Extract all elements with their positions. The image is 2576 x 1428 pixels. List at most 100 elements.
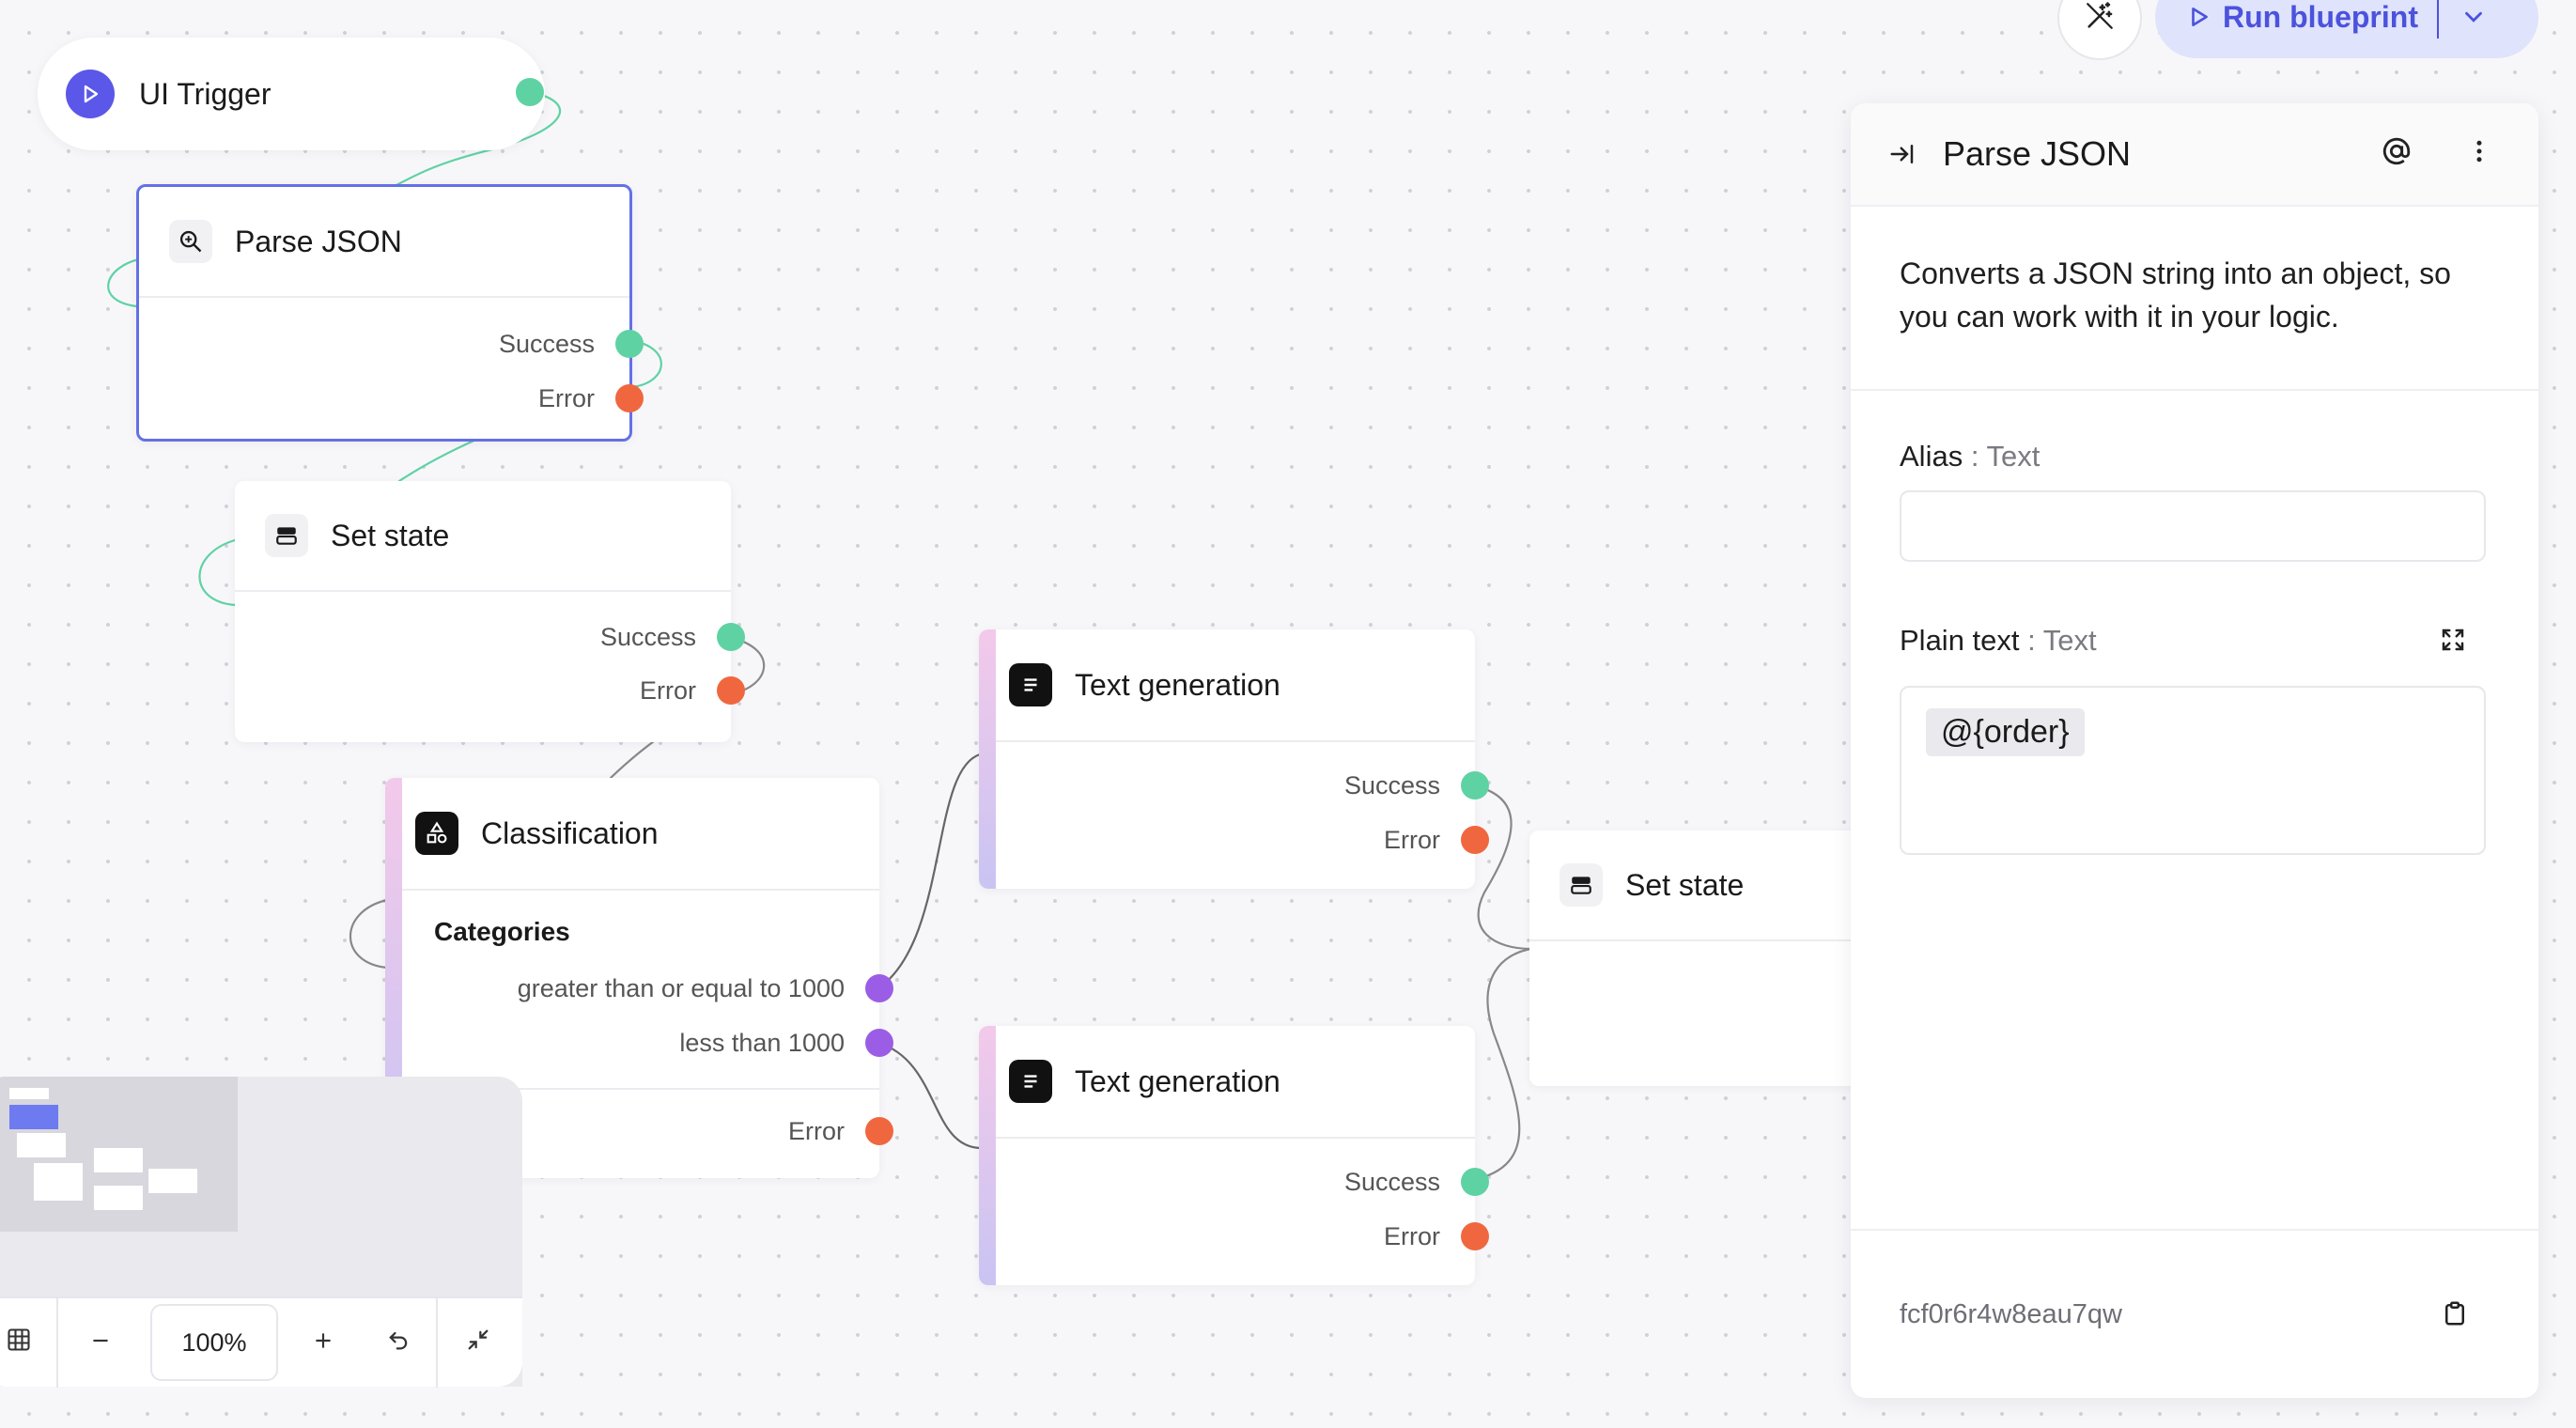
zoom-level[interactable]: 100% bbox=[150, 1304, 278, 1381]
category-port[interactable]: greater than or equal to 1000 bbox=[517, 970, 893, 1007]
node-accent-stripe bbox=[979, 1026, 996, 1285]
port-label: Success bbox=[1343, 1167, 1440, 1196]
minimap-node bbox=[94, 1186, 143, 1210]
plain-text-field-label: Plain text : Text bbox=[1900, 624, 2097, 658]
port-error[interactable]: Error bbox=[1384, 1218, 1489, 1255]
port-error[interactable]: Error bbox=[640, 672, 745, 709]
wire-textgen2-setstate2 bbox=[1471, 947, 1533, 1182]
state-icon bbox=[1560, 863, 1603, 907]
port-error[interactable]: Error bbox=[788, 1112, 893, 1150]
zoom-out-button[interactable] bbox=[58, 1297, 143, 1388]
minimap-node bbox=[9, 1105, 58, 1129]
wire-classification-loop bbox=[349, 898, 389, 970]
shrink-icon bbox=[465, 1325, 491, 1361]
error-port-dot[interactable] bbox=[1461, 1222, 1489, 1250]
error-port-dot[interactable] bbox=[865, 1117, 893, 1145]
node-title: Text generation bbox=[1075, 1063, 1280, 1098]
label-type: : Text bbox=[2019, 624, 2097, 657]
clipboard-icon[interactable] bbox=[2441, 1298, 2469, 1328]
error-port-dot[interactable] bbox=[615, 384, 644, 412]
plus-icon bbox=[311, 1325, 335, 1361]
parse-json-node[interactable]: Parse JSON Success Error bbox=[136, 184, 644, 442]
ui-trigger-node[interactable]: UI Trigger bbox=[38, 38, 545, 150]
node-title: Classification bbox=[481, 815, 659, 850]
plain-text-input[interactable]: @{order} bbox=[1900, 686, 2486, 855]
categories-label: Categories bbox=[434, 917, 570, 946]
port-label: Error bbox=[1384, 825, 1440, 854]
panel-header: Parse JSON bbox=[1851, 103, 2538, 207]
template-chip[interactable]: @{order} bbox=[1926, 708, 2085, 756]
success-port-dot[interactable] bbox=[615, 330, 644, 358]
more-vertical-icon[interactable] bbox=[2465, 137, 2493, 165]
text-generation-node[interactable]: Text generation Success Error bbox=[979, 1026, 1489, 1285]
port-success[interactable]: Success bbox=[599, 618, 745, 656]
trigger-output-port[interactable] bbox=[516, 78, 544, 106]
magnifier-icon bbox=[169, 220, 212, 263]
minimap-node bbox=[9, 1088, 49, 1099]
expand-icon[interactable] bbox=[2439, 626, 2467, 654]
state-icon bbox=[265, 514, 308, 557]
port-label: greater than or equal to 1000 bbox=[517, 973, 845, 1002]
minimap-node bbox=[17, 1133, 66, 1157]
zoom-in-button[interactable] bbox=[286, 1297, 361, 1388]
wire-setstate-loop bbox=[198, 538, 237, 607]
category-port-dot[interactable] bbox=[865, 1029, 893, 1057]
port-error[interactable]: Error bbox=[1384, 821, 1489, 859]
port-label: Error bbox=[538, 383, 595, 412]
chevron-down-icon[interactable] bbox=[2460, 3, 2488, 31]
canvas-controls: 100% bbox=[0, 1296, 522, 1388]
label-type: : Text bbox=[1963, 440, 2041, 473]
error-port-dot[interactable] bbox=[717, 676, 745, 705]
set-state-node[interactable]: Set state Success Error bbox=[235, 481, 745, 742]
label-text: Alias bbox=[1900, 440, 1963, 473]
text-lines-icon bbox=[1009, 663, 1052, 706]
divider bbox=[402, 1088, 879, 1090]
node-title: Text generation bbox=[1075, 667, 1280, 702]
divider bbox=[2436, 0, 2439, 39]
success-port-dot[interactable] bbox=[1461, 771, 1489, 799]
port-label: Success bbox=[1343, 770, 1440, 799]
undo-button[interactable] bbox=[361, 1297, 438, 1388]
grid-toggle-button[interactable] bbox=[0, 1297, 58, 1388]
category-port[interactable]: less than 1000 bbox=[679, 1024, 893, 1062]
label-text: Plain text bbox=[1900, 624, 2020, 657]
category-port-dot[interactable] bbox=[865, 974, 893, 1002]
minus-icon bbox=[88, 1325, 113, 1361]
component-id: fcf0r6r4w8eau7qw bbox=[1900, 1298, 2122, 1329]
success-port-dot[interactable] bbox=[717, 623, 745, 651]
port-label: Success bbox=[599, 622, 696, 651]
wire-textgen1-setstate2 bbox=[1471, 784, 1533, 951]
port-label: Error bbox=[1384, 1221, 1440, 1250]
minimap-node bbox=[148, 1169, 197, 1193]
text-generation-node[interactable]: Text generation Success Error bbox=[979, 629, 1489, 889]
port-success[interactable]: Success bbox=[1343, 1163, 1489, 1201]
port-error[interactable]: Error bbox=[538, 380, 644, 417]
classification-icon bbox=[415, 812, 458, 855]
text-lines-icon bbox=[1009, 1060, 1052, 1103]
grid-icon bbox=[6, 1325, 32, 1361]
panel-footer: fcf0r6r4w8eau7qw bbox=[1851, 1229, 2538, 1398]
wire-parse-loop bbox=[107, 257, 141, 308]
at-icon[interactable] bbox=[2381, 135, 2413, 167]
run-blueprint-button[interactable]: Run blueprint bbox=[2155, 0, 2538, 58]
port-label: Error bbox=[640, 675, 696, 705]
node-accent-stripe bbox=[979, 629, 996, 889]
port-success[interactable]: Success bbox=[499, 325, 644, 363]
wire-gte-textgen1 bbox=[877, 753, 982, 990]
port-success[interactable]: Success bbox=[1343, 767, 1489, 804]
alias-input[interactable] bbox=[1900, 490, 2486, 562]
port-label: Error bbox=[788, 1116, 845, 1145]
node-title: Set state bbox=[331, 518, 450, 552]
play-icon bbox=[2187, 5, 2211, 29]
wand-icon bbox=[2084, 0, 2116, 37]
alias-field-label: Alias : Text bbox=[1900, 440, 2040, 473]
success-port-dot[interactable] bbox=[1461, 1168, 1489, 1196]
component-settings-panel: Parse JSON Converts a JSON string into a… bbox=[1851, 103, 2538, 1398]
fit-view-button[interactable] bbox=[438, 1297, 519, 1388]
collapse-panel-icon[interactable] bbox=[1888, 140, 1916, 168]
minimap-node bbox=[34, 1163, 83, 1201]
node-title: Set state bbox=[1625, 867, 1745, 902]
run-label: Run blueprint bbox=[2223, 0, 2418, 34]
error-port-dot[interactable] bbox=[1461, 826, 1489, 854]
